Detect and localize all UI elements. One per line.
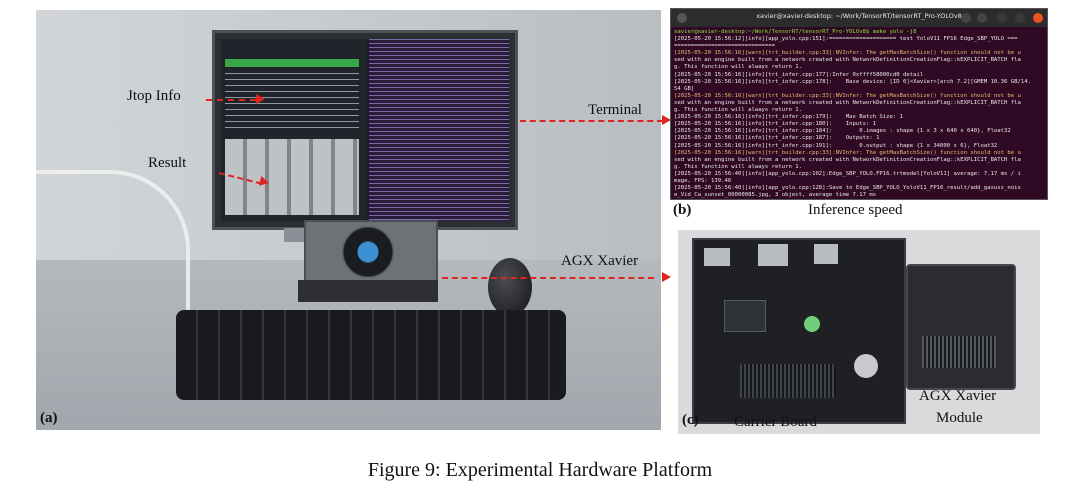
label-result: Result: [148, 155, 187, 171]
label-jtop-info: Jtop Info: [127, 88, 181, 104]
terminal-line: [2025-05-20 15:56:16][info][trt_infer.cp…: [674, 142, 998, 149]
panel-tag-a: (a): [40, 410, 58, 426]
label-inference-speed: Inference speed: [808, 202, 903, 218]
terminal-line: [2025-05-20 15:56:16][info][trt_infer.cp…: [674, 71, 924, 78]
terminal-window: xavier@xavier-desktop: ~/Work/TensorRT/t…: [670, 8, 1048, 200]
terminal-titlebar: xavier@xavier-desktop: ~/Work/TensorRT/t…: [671, 9, 1047, 27]
screen-result-thumbnails: [225, 139, 359, 215]
photo-monitor: [212, 30, 518, 230]
maximize-icon: [1015, 13, 1025, 23]
terminal-line: [2025-05-20 15:56:40][info][app_yolo.cpp…: [674, 185, 1021, 192]
cb-connector: [740, 364, 836, 398]
photo-boards: (c) Carrier Board AGX Xavier Module: [678, 230, 1040, 434]
terminal-line: [2025-05-20 15:56:16][warn][trt_builder.…: [674, 50, 1021, 57]
arrow-terminal: [520, 120, 663, 122]
screen-jtop-bar: [225, 59, 359, 67]
terminal-line: xavier@xavier-desktop:~/Work/TensorRT/te…: [674, 29, 917, 35]
terminal-line: 54 GB]: [674, 85, 695, 92]
terminal-output: xavier@xavier-desktop:~/Work/TensorRT/te…: [674, 29, 1046, 199]
cb-port-hdmi: [814, 244, 838, 264]
terminal-line: [2025-05-20 15:56:16][info][trt_infer.cp…: [674, 128, 1011, 135]
photo-xavier-module: [906, 264, 1016, 390]
photo-carrier-board: [692, 238, 906, 424]
screen-terminal-pane: [369, 39, 509, 221]
cb-battery: [854, 354, 878, 378]
panel-tag-c: (c): [682, 412, 699, 428]
terminal-line: [2025-05-20 15:56:16][warn][trt_builder.…: [674, 149, 1021, 156]
label-agx-xavier: AGX Xavier: [561, 253, 639, 269]
terminal-line: sed with an engine built from a network …: [674, 156, 1021, 163]
label-module-line1: AGX Xavier: [919, 388, 997, 404]
terminal-line: ==============================: [674, 43, 776, 50]
terminal-line: [2025-05-20 15:56:16][info][trt_infer.cp…: [674, 121, 877, 128]
panel-tag-b: (b): [673, 202, 692, 218]
terminal-title: xavier@xavier-desktop: ~/Work/TensorRT/t…: [756, 12, 962, 20]
photo-setup: Jtop Info Result Terminal AGX Xavier (a): [36, 10, 661, 430]
arrow-jtop: [206, 99, 256, 101]
label-terminal: Terminal: [588, 102, 642, 118]
cb-port-ethernet: [758, 244, 788, 266]
cb-port-usb: [704, 248, 730, 266]
terminal-line: e_Vid_Ca_sunset_00000085.jpg, 3 object, …: [674, 192, 877, 199]
cb-chip: [724, 300, 766, 332]
label-carrier-board: Carrier Board: [734, 414, 817, 430]
arrow-terminal-head: [662, 115, 671, 125]
monitor-screen: [221, 39, 509, 221]
terminal-line: g. This function will always return 1.: [674, 107, 802, 114]
screen-left-pane: [221, 39, 366, 221]
search-icon: [961, 13, 971, 23]
terminal-line: [2025-05-20 15:56:16][info][trt_infer.cp…: [674, 114, 904, 121]
hamburger-icon: [977, 13, 987, 23]
photo-xavier-base: [298, 280, 438, 302]
cb-led: [804, 316, 820, 332]
photo-fan: [342, 226, 394, 278]
terminal-line: sed with an engine built from a network …: [674, 99, 1021, 106]
arrow-agx-xavier: [442, 277, 654, 279]
photo-keyboard: [176, 310, 566, 400]
terminal-line: g. This function will always return 1.: [674, 163, 802, 170]
terminal-line: [2025-05-20 15:56:40][info][app_yolo.cpp…: [674, 170, 1021, 177]
screen-jtop-rows: [225, 73, 359, 133]
label-module-line2: Module: [936, 410, 983, 426]
close-icon: [1033, 13, 1043, 23]
terminal-line: [2025-05-20 15:56:16][warn][trt_builder.…: [674, 92, 1021, 99]
terminal-menu-icon: [677, 13, 687, 23]
photo-cable: [36, 170, 190, 354]
arrow-agx-head: [662, 272, 671, 282]
photo-mouse: [488, 258, 532, 316]
minimize-icon: [997, 13, 1007, 23]
figure-caption: Figure 9: Experimental Hardware Platform: [367, 459, 713, 481]
module-connector: [922, 336, 996, 368]
terminal-line: sed with an engine built from a network …: [674, 57, 1021, 64]
arrow-jtop-head: [256, 94, 265, 104]
terminal-line: [2025-05-20 15:56:16][info][trt_infer.cp…: [674, 135, 880, 142]
terminal-line: [2025-05-20 15:56:12][info][app_yolo.cpp…: [674, 36, 1018, 43]
terminal-line: [2025-05-20 15:56:16][info][trt_infer.cp…: [674, 78, 1031, 85]
terminal-line: g. This function will always return 1.: [674, 64, 802, 71]
terminal-line: mage, FPS: 139.46: [674, 177, 732, 184]
